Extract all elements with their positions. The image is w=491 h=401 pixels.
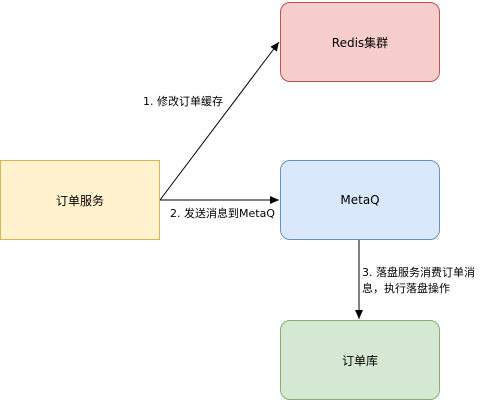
edge-label-to-metaq: 2. 发送消息到MetaQ bbox=[170, 206, 275, 222]
edge-to-redis bbox=[159, 41, 280, 201]
node-redis-cluster: Redis集群 bbox=[280, 2, 440, 82]
edge-label-to-redis: 1. 修改订单缓存 bbox=[143, 94, 223, 110]
edge-label-to-order-db: 3. 落盘服务消费订单消息，执行落盘操作 bbox=[362, 265, 490, 297]
node-order-db: 订单库 bbox=[280, 320, 440, 400]
node-metaq: MetaQ bbox=[280, 160, 440, 240]
node-order-service: 订单服务 bbox=[0, 160, 160, 240]
